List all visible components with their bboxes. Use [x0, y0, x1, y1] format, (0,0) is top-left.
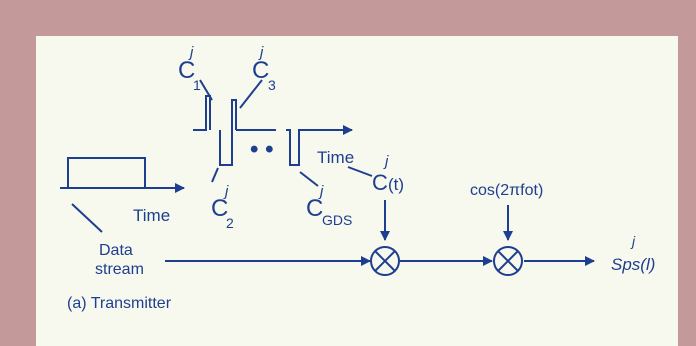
c2-leader [211, 167, 219, 183]
data-stream-leader [71, 203, 103, 233]
c2-label: C [211, 195, 228, 222]
cgds-leader [299, 171, 319, 187]
output-signal-label: Sps(l) [611, 255, 655, 274]
chip-pulse-gds [286, 129, 305, 166]
caption-transmitter: (a) Transmitter [67, 295, 172, 312]
c1-subscript: 1 [193, 77, 201, 93]
time-label-left: Time [133, 206, 170, 225]
cgds-subscript: GDS [322, 212, 352, 228]
c1-leader [199, 79, 213, 101]
c3-label: C [252, 57, 269, 84]
output-superscript: j [630, 233, 636, 249]
c2-superscript: j [223, 183, 229, 200]
mixer-2-multiplier-icon [493, 246, 523, 276]
mixer-1-multiplier-icon [370, 246, 400, 276]
cos-carrier-label: cos(2πfot) [470, 182, 543, 199]
time-right-leader [347, 166, 373, 177]
c3-subscript: 3 [268, 77, 276, 93]
c1-superscript: j [188, 44, 194, 61]
cgds-superscript: j [318, 183, 324, 200]
diagram-panel [36, 36, 678, 346]
c3-superscript: j [258, 44, 264, 61]
ct-superscript: j [383, 153, 389, 170]
ellipsis-dots: • • [250, 136, 273, 163]
data-label: Data [99, 242, 133, 259]
c1-label: C [178, 57, 195, 84]
stream-label: stream [95, 261, 144, 278]
chip-pulse-2 [219, 99, 237, 166]
c2-subscript: 2 [226, 215, 234, 231]
ct-argument: (t) [388, 175, 404, 194]
c3-leader [239, 79, 263, 109]
time-label-right: Time [317, 148, 354, 167]
cgds-label: C [306, 195, 323, 222]
chip-pulse-1 [193, 95, 211, 131]
data-pulse-waveform [60, 157, 146, 189]
ct-label: C [372, 170, 388, 195]
